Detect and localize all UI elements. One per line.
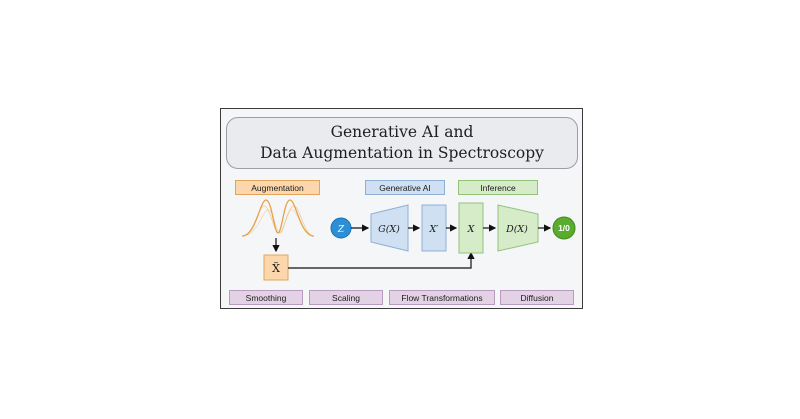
method-smoothing: Smoothing [229,290,303,305]
title-line-2: Data Augmentation in Spectroscopy [260,144,544,162]
generated-sample-box [421,204,447,252]
augmented-sample-label: X̃ [272,262,280,275]
inference-label: Inference [458,180,538,195]
generated-sample-label: X′ [429,224,440,235]
discriminator-block [497,204,539,252]
discriminator-label: D(X) [505,224,528,235]
arrow-augmented-to-real [288,251,475,269]
method-flow-transformations: Flow Transformations [389,290,495,305]
title-box: Generative AI and Data Augmentation in S… [226,117,578,169]
method-diffusion: Diffusion [500,290,574,305]
title-line-1: Generative AI and [330,123,474,141]
real-sample-box [458,202,484,254]
real-sample-label: X [467,224,476,235]
method-scaling: Scaling [309,290,383,305]
output-node-label: 1/0 [558,223,570,233]
augmented-sample-box [263,254,289,281]
augmentation-label: Augmentation [235,180,320,195]
z-node-label: Z [337,225,345,235]
generative-ai-label: Generative AI [365,180,445,195]
generator-label: G(X) [378,224,400,235]
generator-block [370,204,409,252]
output-node [552,216,576,240]
spectrum-peaks-icon [241,199,315,237]
